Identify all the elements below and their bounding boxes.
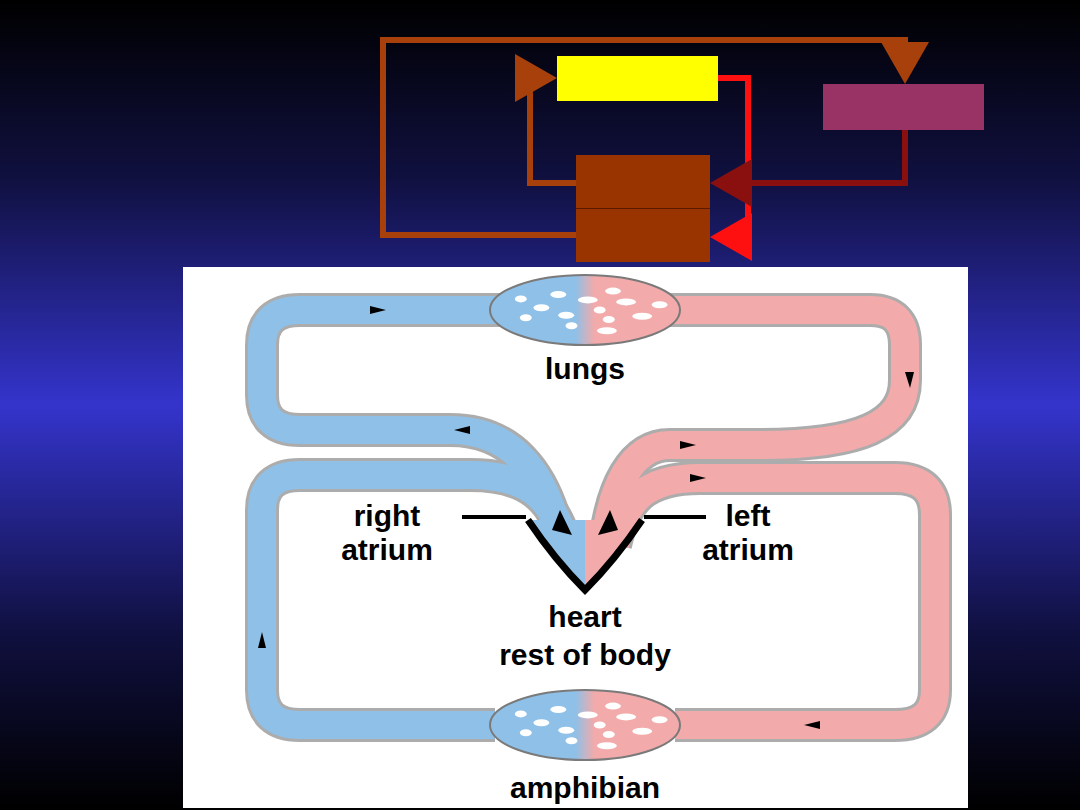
- schematic: [383, 40, 905, 237]
- capillary-gap: [515, 710, 527, 717]
- capillary-gap: [550, 291, 566, 298]
- capillary-gap: [603, 316, 615, 323]
- label: heart: [548, 600, 621, 634]
- capillary-gap: [520, 729, 532, 736]
- capillary-gap: [616, 298, 636, 305]
- panel: [183, 267, 968, 808]
- capillary-gap: [594, 722, 606, 729]
- capillary-gap: [597, 327, 617, 334]
- capillary-gap: [605, 288, 621, 295]
- heart-divider: [576, 208, 710, 209]
- flow-arrows: [258, 306, 914, 729]
- body-capillaries: [490, 690, 680, 760]
- capillary-gap: [605, 703, 621, 710]
- leader-line: [644, 515, 706, 519]
- capillary-gap: [566, 322, 578, 329]
- capillary-gap: [597, 742, 617, 749]
- label: amphibian: [510, 771, 660, 805]
- heart-box-upper: [576, 155, 710, 208]
- label: rest of body: [499, 638, 671, 672]
- heart-box-lower: [576, 209, 710, 262]
- capillary-gap: [652, 716, 668, 723]
- leader-line: [462, 515, 526, 519]
- capillary-gap: [594, 307, 606, 314]
- systemic-line: [383, 40, 905, 235]
- lung-capillaries: [490, 275, 680, 345]
- capillary-gap: [632, 313, 652, 320]
- capillary-gap: [566, 737, 578, 744]
- vessel-shadow: [262, 310, 935, 725]
- capillary-gap: [520, 314, 532, 321]
- return-line: [716, 78, 748, 237]
- label: left atrium: [678, 499, 818, 567]
- lung-box: [557, 56, 718, 101]
- capillary-gap: [558, 727, 574, 734]
- capillary-gap: [550, 706, 566, 713]
- capillary-gap: [533, 304, 549, 311]
- body-box: [823, 84, 984, 130]
- capillary-gap: [616, 713, 636, 720]
- capillary-gap: [652, 301, 668, 308]
- aorta: [615, 478, 935, 725]
- capillary-gap: [632, 728, 652, 735]
- capillary-gap: [515, 295, 527, 302]
- capillary-gap: [578, 296, 598, 303]
- heart-outline: [528, 520, 642, 590]
- label: lungs: [545, 352, 625, 386]
- capillary-gap: [603, 731, 615, 738]
- vessels: [262, 310, 935, 725]
- label: right atrium: [317, 499, 457, 567]
- capillary-gap: [578, 711, 598, 718]
- capillary-gap: [558, 312, 574, 319]
- heart-arrows: [552, 510, 618, 535]
- capillary-gap: [533, 719, 549, 726]
- vena-cava: [262, 475, 565, 725]
- body-return-line: [716, 130, 905, 183]
